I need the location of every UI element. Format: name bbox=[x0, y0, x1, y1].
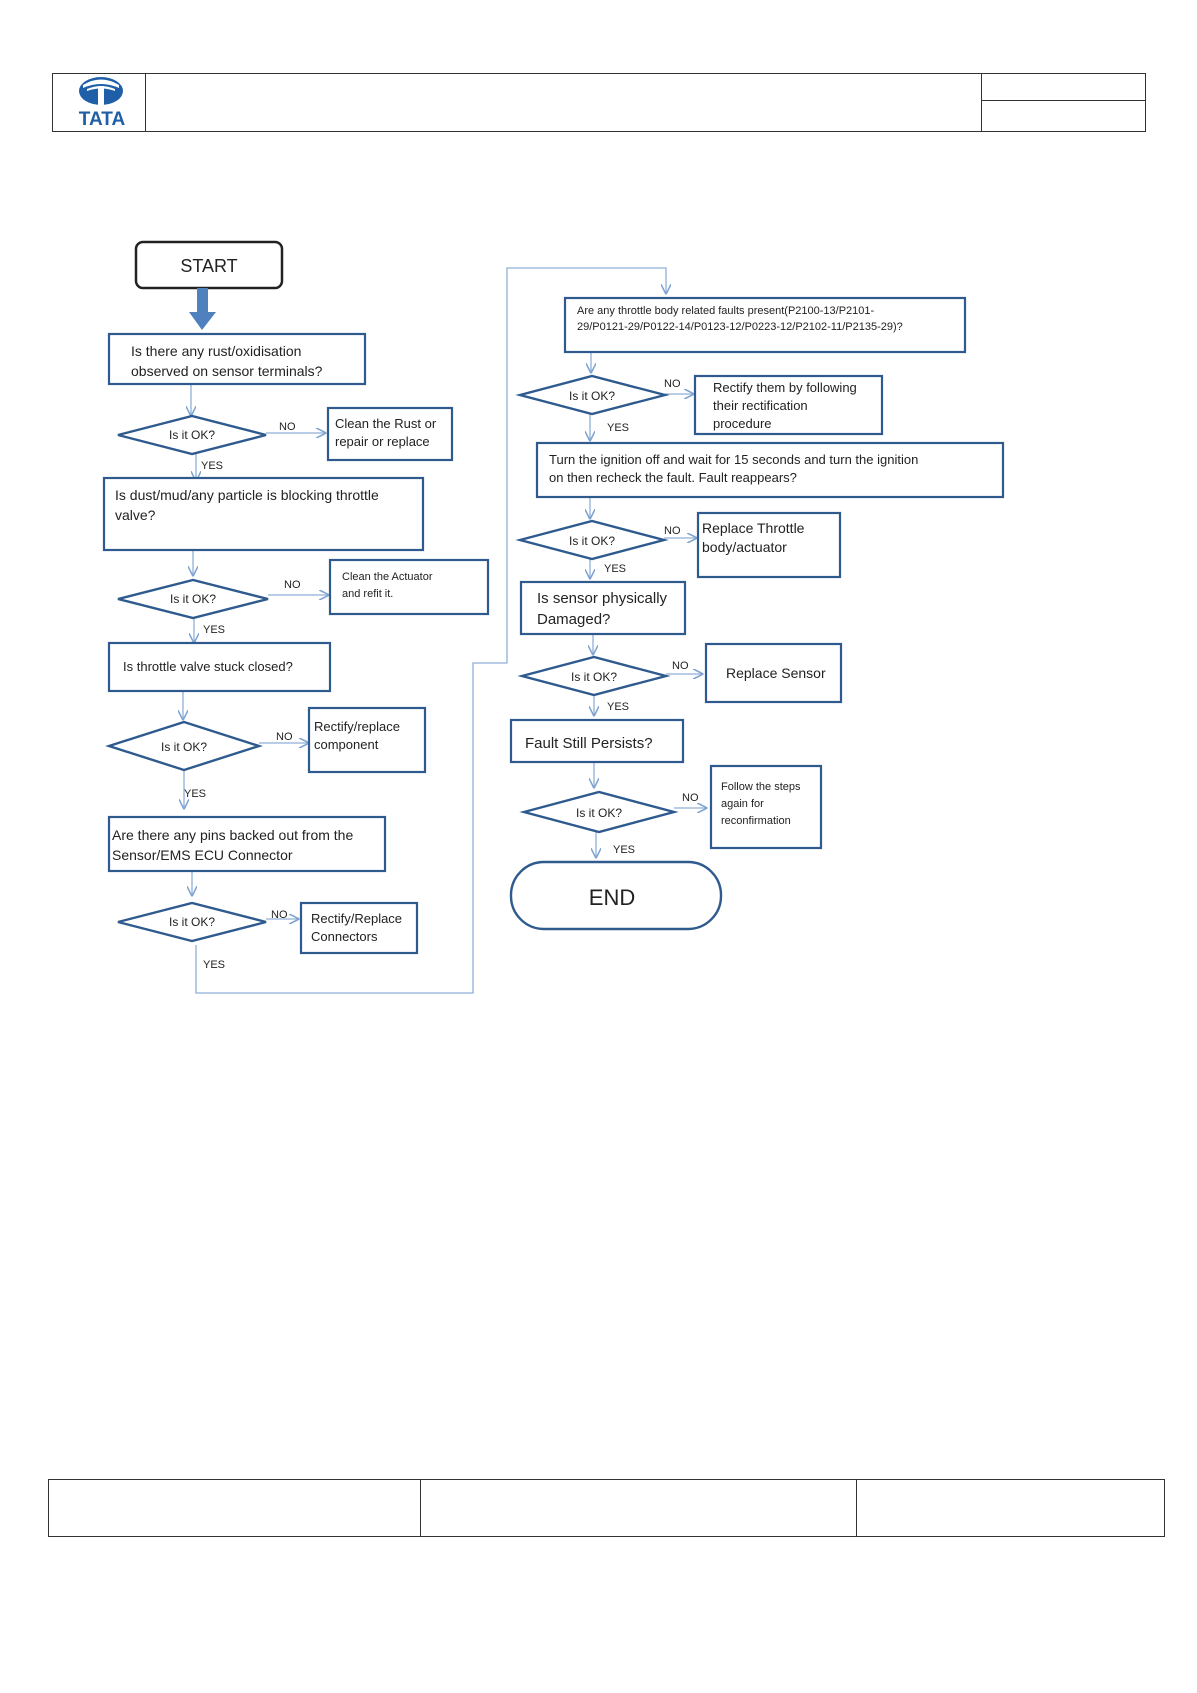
footer-left-cell bbox=[48, 1479, 421, 1537]
decision-4 bbox=[117, 901, 267, 943]
process-text-a7: Replace Sensor bbox=[726, 665, 826, 681]
header-logo-cell bbox=[52, 73, 146, 132]
decision-labels: Is it OK? Is it OK? Is it OK? Is it OK? … bbox=[161, 389, 622, 929]
process-a2 bbox=[328, 558, 490, 616]
yes-label: YES bbox=[201, 460, 223, 472]
process-text-q5: Are any throttle body related faults pre… bbox=[577, 305, 875, 317]
process-text-q7: Is sensor physically bbox=[537, 590, 668, 607]
process-text-a4: Rectify/Replace bbox=[311, 911, 402, 926]
decision-3 bbox=[105, 720, 263, 772]
process-text-q2: Is dust/mud/any particle is blocking thr… bbox=[115, 487, 379, 503]
process-a4 bbox=[299, 901, 419, 955]
connectors bbox=[183, 267, 706, 994]
no-label: NO bbox=[271, 909, 288, 921]
no-label: NO bbox=[672, 660, 689, 672]
decision-2 bbox=[117, 578, 269, 620]
process-q7 bbox=[519, 580, 687, 636]
process-text-a8: again for bbox=[721, 798, 764, 810]
process-text-a6: Replace Throttle bbox=[702, 520, 805, 536]
process-a6 bbox=[696, 511, 842, 579]
process-a3 bbox=[307, 706, 427, 774]
no-label: NO bbox=[276, 731, 293, 743]
header-right-cell bbox=[981, 73, 1146, 132]
process-text-q8: Fault Still Persists? bbox=[525, 735, 653, 752]
process-text-a3: Rectify/replace bbox=[314, 719, 400, 734]
process-text-q6: Turn the ignition off and wait for 15 se… bbox=[549, 452, 918, 467]
yes-label: YES bbox=[203, 959, 225, 971]
process-q3 bbox=[107, 641, 332, 693]
process-text-a1: repair or replace bbox=[335, 434, 430, 449]
end-node: END bbox=[509, 860, 723, 931]
process-a8 bbox=[709, 764, 823, 850]
process-text-q6: on then recheck the fault. Fault reappea… bbox=[549, 470, 797, 485]
process-text-a6: body/actuator bbox=[702, 539, 787, 555]
yes-label: YES bbox=[607, 422, 629, 434]
decision-label: Is it OK? bbox=[169, 428, 215, 442]
process-text-a2: Clean the Actuator bbox=[342, 571, 433, 583]
yes-label: YES bbox=[203, 624, 225, 636]
process-q6 bbox=[535, 441, 1005, 499]
decision-label: Is it OK? bbox=[161, 740, 207, 754]
logo-wordmark: TATA bbox=[78, 109, 126, 130]
decision-label: Is it OK? bbox=[576, 806, 622, 820]
process-text-q3: Is throttle valve stuck closed? bbox=[123, 659, 293, 674]
process-text-a3: component bbox=[314, 737, 379, 752]
yes-label: YES bbox=[604, 563, 626, 575]
no-label: NO bbox=[664, 525, 681, 537]
process-q1 bbox=[107, 332, 367, 386]
process-text-q4: Are there any pins backed out from the bbox=[112, 827, 353, 843]
yes-label: YES bbox=[184, 788, 206, 800]
process-text-a8: reconfirmation bbox=[721, 815, 791, 827]
no-label: NO bbox=[284, 579, 301, 591]
yes-label: YES bbox=[607, 701, 629, 713]
process-text-q1: Is there any rust/oxidisation bbox=[131, 343, 301, 359]
decision-label: Is it OK? bbox=[569, 389, 615, 403]
footer-right-cell bbox=[856, 1479, 1165, 1537]
process-text-q1: observed on sensor terminals? bbox=[131, 363, 323, 379]
start-node: START bbox=[134, 240, 284, 290]
no-label: NO bbox=[664, 378, 681, 390]
process-text-a5: Rectify them by following bbox=[713, 380, 857, 395]
decision-6 bbox=[515, 519, 669, 561]
no-label: NO bbox=[682, 792, 699, 804]
no-label: NO bbox=[279, 421, 296, 433]
decision-8 bbox=[519, 790, 679, 834]
tata-logo-icon bbox=[79, 77, 123, 105]
decision-7 bbox=[517, 655, 671, 697]
process-text-q7: Damaged? bbox=[537, 611, 610, 628]
process-a5 bbox=[693, 374, 884, 436]
process-text-q2: valve? bbox=[115, 507, 156, 523]
start-arrow-icon bbox=[189, 288, 216, 330]
process-text-a2: and refit it. bbox=[342, 588, 393, 600]
process-text-q5: 29/P0121-29/P0122-14/P0123-12/P0223-12/P… bbox=[577, 321, 903, 333]
header-table bbox=[52, 73, 1146, 132]
decision-label: Is it OK? bbox=[569, 534, 615, 548]
process-text-a5: procedure bbox=[713, 416, 772, 431]
decision-label: Is it OK? bbox=[170, 592, 216, 606]
footer-middle-cell bbox=[420, 1479, 857, 1537]
process-text-a1: Clean the Rust or bbox=[335, 416, 437, 431]
process-q8 bbox=[509, 718, 685, 764]
end-label: END bbox=[589, 885, 635, 910]
yes-label: YES bbox=[613, 844, 635, 856]
process-q4 bbox=[107, 815, 387, 873]
process-text-q4: Sensor/EMS ECU Connector bbox=[112, 847, 293, 863]
decision-label: Is it OK? bbox=[169, 915, 215, 929]
decision-1 bbox=[117, 414, 267, 456]
decision-5 bbox=[515, 374, 670, 416]
process-a1 bbox=[326, 406, 454, 462]
header-right-divider bbox=[981, 100, 1146, 101]
process-text-a8: Follow the steps bbox=[721, 781, 801, 793]
process-a7 bbox=[704, 642, 843, 704]
process-text-a5: their rectification bbox=[713, 398, 808, 413]
flowchart: START END bbox=[102, 240, 1005, 994]
start-label: START bbox=[180, 256, 237, 276]
process-q5 bbox=[563, 296, 967, 354]
process-text-a4: Connectors bbox=[311, 929, 378, 944]
decision-label: Is it OK? bbox=[571, 670, 617, 684]
process-q2 bbox=[102, 476, 425, 552]
